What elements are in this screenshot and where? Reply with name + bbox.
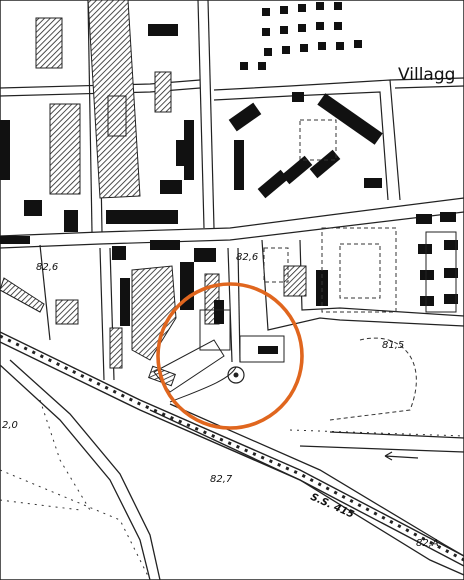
elevation-label-5: 82,A xyxy=(416,538,439,549)
elevation-label-3: 81,5 xyxy=(382,340,404,351)
cul-de-sac-marker xyxy=(233,372,239,378)
buildings-hatched xyxy=(0,0,307,387)
place-label: Villagg xyxy=(398,65,455,85)
building-outlines xyxy=(153,231,457,393)
flow-arrow xyxy=(384,451,419,461)
buildings-solid xyxy=(0,2,458,354)
hedges xyxy=(0,399,464,580)
access-road xyxy=(169,366,237,403)
highway-ss415 xyxy=(0,359,464,580)
elevation-label-4: 82,7 xyxy=(210,474,233,485)
plot-boundaries xyxy=(263,119,417,421)
highlight-circle xyxy=(156,282,304,430)
elevation-label-1: 82,6 xyxy=(36,262,58,273)
railway xyxy=(0,331,464,567)
canal xyxy=(299,431,464,453)
elevation-label-2: 82,6 xyxy=(236,252,258,263)
elevation-label-6: 2,0 xyxy=(2,420,18,431)
